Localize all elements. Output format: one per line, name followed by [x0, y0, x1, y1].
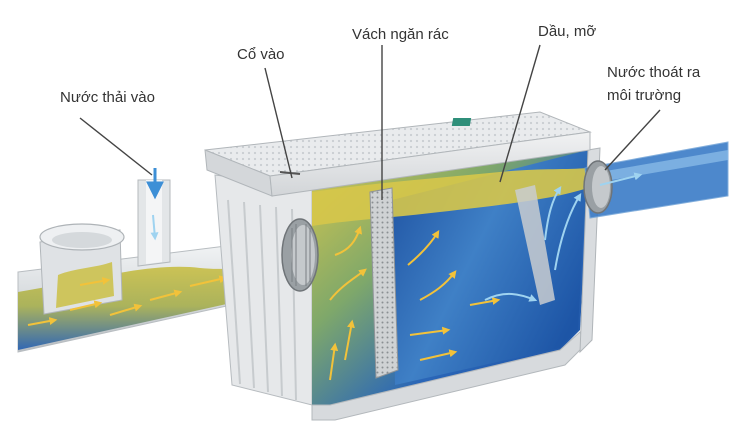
- leader-inflow: [79, 117, 153, 176]
- leader-oil-grease: [499, 44, 541, 183]
- label-inlet-neck: Cổ vào: [237, 46, 285, 63]
- label-trash-baffle: Vách ngăn rác: [352, 26, 449, 43]
- inlet-coupling: [281, 218, 319, 292]
- leader-lines: [79, 44, 661, 200]
- outlet-pipe: [583, 141, 729, 219]
- leader-inlet-neck: [264, 67, 293, 179]
- label-oil-grease: Dầu, mỡ: [538, 23, 597, 40]
- label-inflow: Nước thải vào: [60, 89, 155, 106]
- label-outflow-line1: Nước thoát ra: [607, 64, 701, 81]
- leader-outflow: [604, 109, 661, 171]
- label-outflow-line2: môi trường: [607, 87, 682, 104]
